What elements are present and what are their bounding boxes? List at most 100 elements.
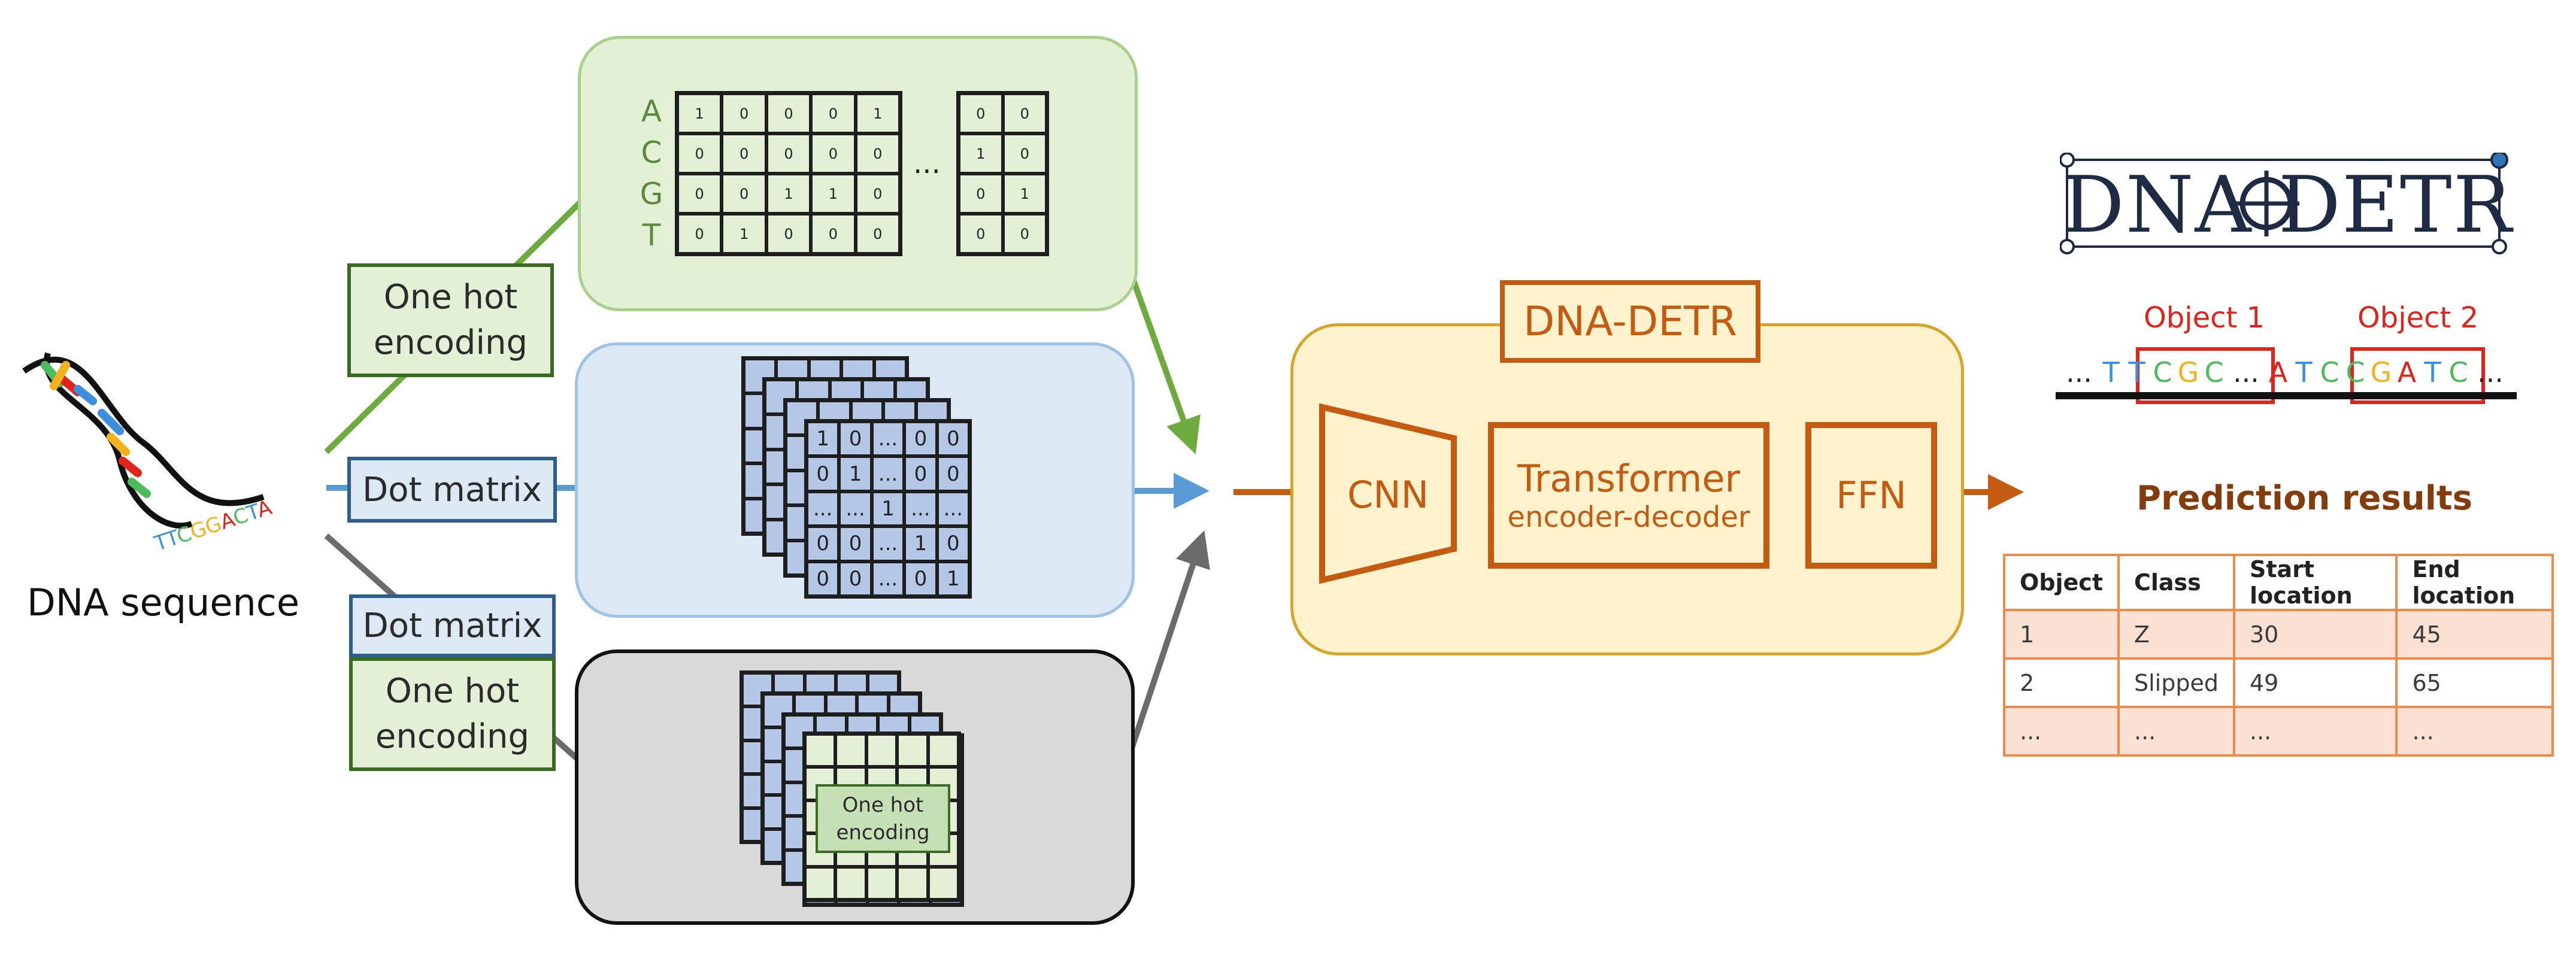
matrix-cell [805, 734, 836, 767]
nucleotide-label: C [641, 135, 662, 170]
matrix-cell [866, 734, 898, 767]
matrix-cell [765, 380, 798, 415]
matrix-cell: 0 [811, 133, 856, 174]
sequence-baseline [2056, 392, 2517, 399]
cnn-block [1319, 403, 1457, 584]
matrix-cell: ... [871, 456, 905, 491]
sequence-letter: A [2397, 356, 2417, 389]
sequence-letter: T [2102, 356, 2120, 389]
table-cell: 45 [2395, 609, 2554, 660]
matrix-cell: 0 [959, 174, 1003, 214]
matrix-cell: 0 [904, 456, 937, 491]
table-cell: ... [2117, 706, 2235, 757]
matrix-cell: 0 [839, 561, 872, 596]
svg-text:TTCGGACTA: TTCGGACTA [151, 496, 275, 556]
matrix-cell: 0 [937, 456, 969, 491]
matrix-cell: 0 [766, 133, 811, 174]
matrix-cell [742, 673, 774, 707]
matrix-cell: 0 [937, 526, 969, 562]
matrix-ellipsis: ... [913, 147, 941, 180]
results-header-cell: Object [2003, 554, 2120, 611]
matrix-cell: 1 [807, 421, 840, 457]
matrix-cell: 0 [677, 174, 722, 214]
matrix-cell [866, 866, 898, 900]
one-hot-encoding-label-bottom: One hot encoding [349, 657, 556, 771]
results-header-cell: End location [2395, 554, 2554, 611]
matrix-cell [897, 734, 928, 767]
matrix-cell: 0 [1002, 93, 1047, 133]
matrix-cell: 0 [722, 174, 766, 214]
matrix-cell: 0 [811, 214, 856, 254]
sequence-letter: T [2424, 356, 2441, 389]
matrix-cell: 1 [904, 526, 937, 562]
sequence-letter: ... [2477, 356, 2504, 389]
results-title: Prediction results [2136, 479, 2473, 518]
matrix-cell: 1 [959, 133, 1003, 174]
cnn-label: CNN [1347, 473, 1429, 517]
matrix-cell: 0 [811, 93, 856, 133]
sequence-letter: C [2204, 356, 2224, 389]
matrix-cell: 1 [937, 561, 969, 596]
matrix-cell: 0 [904, 421, 937, 457]
matrix-cell: 0 [855, 174, 900, 214]
dna-helix-icon: TTCGGACTA [22, 352, 275, 556]
matrix-cell: ... [807, 491, 840, 527]
matrix-cell: 1 [677, 93, 722, 133]
sequence-letter: C [2320, 356, 2339, 389]
matrix-cell: 0 [904, 561, 937, 596]
table-cell: 30 [2232, 609, 2398, 660]
table-cell: ... [2003, 706, 2120, 757]
nucleotide-label: A [641, 94, 662, 129]
matrix-cell [897, 866, 928, 900]
sequence-letter: C [2153, 356, 2172, 389]
matrix-cell: ... [871, 526, 905, 562]
table-cell: 1 [2003, 609, 2120, 660]
matrix-cell [928, 866, 959, 900]
matrix-cell: 0 [677, 214, 722, 254]
matrix-cell: 0 [839, 526, 872, 562]
sequence-letter: G [2370, 356, 2392, 389]
matrix-cell [928, 734, 959, 767]
dot-matrix-label-mid: Dot matrix [347, 457, 557, 523]
sequence-letter: T [2295, 356, 2313, 389]
matrix-cell: 1 [766, 174, 811, 214]
transformer-sublabel: encoder-decoder [1507, 500, 1750, 534]
matrix-cell: 0 [959, 214, 1003, 254]
matrix-cell: 0 [766, 214, 811, 254]
nucleotide-label: T [642, 218, 661, 253]
input-label: DNA sequence [27, 581, 300, 624]
matrix-cell: ... [839, 491, 872, 527]
table-cell: Z [2117, 609, 2235, 660]
matrix-cell: ... [937, 491, 969, 527]
sequence-letter: C [2345, 356, 2365, 389]
matrix-cell: 0 [807, 456, 840, 491]
matrix-cell: 0 [855, 133, 900, 174]
matrix-cell: 0 [766, 93, 811, 133]
dna-detr-logo: DNA DETR [2060, 153, 2513, 254]
results-header-cell: Start location [2232, 554, 2398, 611]
matrix-cell: 0 [855, 214, 900, 254]
matrix-cell: ... [904, 491, 937, 527]
matrix-cell: ... [871, 561, 905, 596]
ffn-block: FFN [1805, 422, 1937, 569]
transformer-label: Transformer [1517, 457, 1741, 500]
matrix-cell [763, 694, 795, 728]
matrix-cell: 0 [807, 526, 840, 562]
table-cell: ... [2232, 706, 2398, 757]
matrix-cell: 0 [722, 93, 766, 133]
table-cell: Slipped [2117, 657, 2235, 708]
matrix-cell [744, 359, 777, 394]
object2-box [2350, 347, 2485, 404]
matrix-cell: 1 [1002, 174, 1047, 214]
matrix-cell: 0 [959, 93, 1003, 133]
sequence-letter: T [2128, 356, 2145, 389]
matrix-cell: 0 [839, 421, 872, 457]
sequence-letter: G [2177, 356, 2199, 389]
